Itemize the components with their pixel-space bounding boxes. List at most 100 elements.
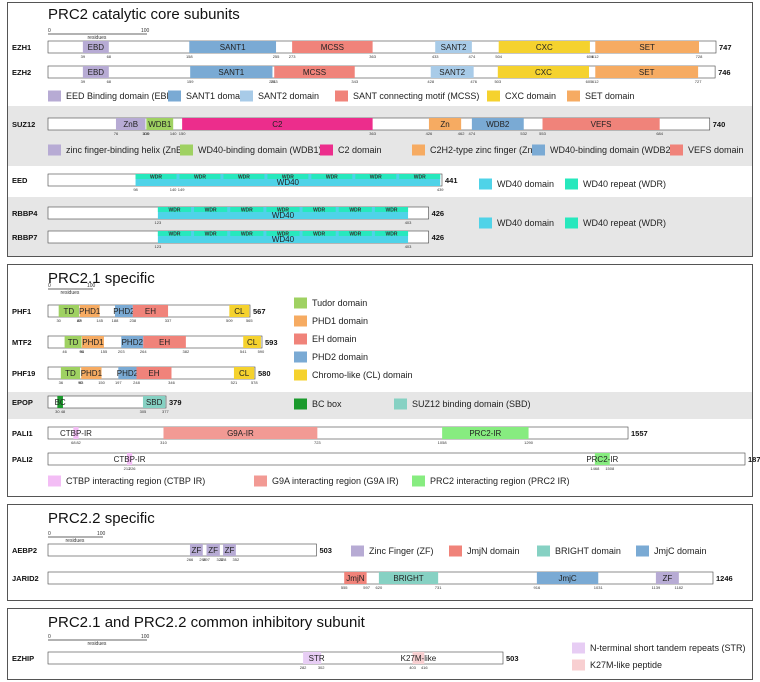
protein-name: PHF19 <box>12 369 35 378</box>
legend-swatch <box>320 144 333 156</box>
residue-tick: 578 <box>251 380 258 385</box>
residue-tick: 553 <box>539 131 546 136</box>
protein-length: 503 <box>506 654 519 663</box>
wd40-repeat-box <box>266 231 300 236</box>
domain-cxc: CXC <box>497 66 590 78</box>
scale-zero: 0 <box>48 28 51 34</box>
legend-item-eh-domain: EH domain <box>294 333 357 345</box>
residue-tick: 305 <box>140 409 147 414</box>
residue-tick: 346 <box>168 380 175 385</box>
domain-ebd: EBD <box>82 41 109 53</box>
residue-tick: 46 <box>62 349 67 354</box>
residue-tick: 150 <box>179 131 186 136</box>
wd40-repeat: WDR <box>223 174 265 180</box>
domain-box-str <box>312 652 322 664</box>
domain-box-prc2-ir <box>594 453 610 465</box>
residue-tick: 403 <box>409 665 416 670</box>
domain-phd1: PHD1 <box>79 305 101 317</box>
domain-label: WDB2 <box>486 120 510 129</box>
residue-tick: 1182 <box>675 585 684 590</box>
domain-sant2: SANT2 <box>430 66 474 78</box>
wd40-repeat-box <box>399 174 441 179</box>
wd40-repeat: WDR <box>355 174 397 180</box>
scale-residues: residues <box>88 35 107 41</box>
legend-swatch <box>572 659 585 671</box>
wd40-repeat-label: WDR <box>385 231 397 237</box>
protein-length: 379 <box>169 398 182 407</box>
residue-tick: 238 <box>129 318 136 323</box>
legend-item-sant2-domain: SANT2 domain <box>240 90 319 102</box>
scale-zero: 0 <box>48 283 51 289</box>
legend-item-zinc-finger-binding-helix-znb: zinc finger-binding helix (ZnB) <box>48 144 185 156</box>
legend-item-chromo-like-cl-domain: Chromo-like (CL) domain <box>294 369 413 381</box>
domain-eh: EH <box>143 336 186 348</box>
wd40-repeat-label: WDR <box>282 174 294 180</box>
residue-tick: 123 <box>155 244 162 249</box>
legend-swatch <box>351 545 364 557</box>
wd40-repeat-label: WDR <box>349 207 361 213</box>
legend-item-wd40-repeat-wdr: WD40 repeat (WDR) <box>565 178 666 190</box>
domain-box-zf <box>655 572 679 584</box>
residue-tick: 363 <box>369 131 376 136</box>
domain-box-phd2 <box>121 336 144 348</box>
residue-tick: 620 <box>376 585 383 590</box>
domain-cl: CL <box>233 367 255 379</box>
domain-box-cxc <box>498 41 590 53</box>
residue-tick: 612 <box>592 79 599 84</box>
domain-box-ctbp-ir <box>73 427 79 439</box>
legend-item-g9a-interacting-region-g9a-ir: G9A interacting region (G9A IR) <box>254 475 399 487</box>
residue-tick: 30 <box>56 318 61 323</box>
wd40-repeat-label: WDR <box>313 231 325 237</box>
legend-core-1: zinc finger-binding helix (ZnB) WD40-bind… <box>48 144 744 156</box>
residue-tick: 377 <box>162 409 169 414</box>
legend-label: PHD1 domain <box>312 316 368 326</box>
residue-tick: 474 <box>469 54 476 59</box>
legend-common-0: N-terminal short tandem repeats (STR)K27… <box>572 642 746 671</box>
legend-label: CXC domain <box>505 91 556 101</box>
residue-tick: 310 <box>160 440 167 445</box>
domain-label: SANT1 <box>218 68 244 77</box>
domain-prc2-ir: PRC2-IR <box>442 427 529 439</box>
domain-box-str <box>303 652 313 664</box>
residue-tick: 352 <box>233 557 240 562</box>
domain-prc2-ir: PRC2-IR <box>586 453 619 465</box>
legend-item-prc2-interacting-region-prc2-ir: PRC2 interacting region (PRC2 IR) <box>412 475 570 487</box>
domain-box-td <box>64 336 82 348</box>
wd40-repeat-box <box>179 174 221 179</box>
legend-item-jmjn-domain: JmjN domain <box>449 545 520 557</box>
wd40-repeat-box <box>230 207 264 212</box>
scale-residues: residues <box>61 290 80 296</box>
wd40-repeat-label: WDR <box>168 207 180 213</box>
residue-tick: 403 <box>405 220 412 225</box>
residue-tick: 555 <box>341 585 348 590</box>
residue-tick: 521 <box>231 380 238 385</box>
domain-box-phd1 <box>81 336 104 348</box>
protein-name: EZH1 <box>12 43 31 52</box>
residue-tick: 93 <box>79 380 84 385</box>
residue-tick: 68 <box>71 440 76 445</box>
legend-item-set-domain: SET domain <box>567 90 634 102</box>
residue-tick: 337 <box>165 318 172 323</box>
protein-backbone <box>47 395 167 409</box>
scale-zero: 0 <box>48 531 51 537</box>
wd40-repeat-box <box>230 231 264 236</box>
wd40-repeat: WDR <box>194 207 228 213</box>
domain-str: STR <box>309 652 325 664</box>
wd40-repeat-label: WDR <box>150 174 162 180</box>
legend-label: Chromo-like (CL) domain <box>312 370 413 380</box>
wd40-repeat: WDR <box>157 207 192 213</box>
legend-swatch <box>567 90 580 102</box>
domain-bright: BRIGHT <box>378 572 439 584</box>
domain-ctbp-ir: CTBP-IR <box>60 427 92 439</box>
legend-label: WD40-binding domain (WDB1) <box>198 145 322 155</box>
domain-box-sant1 <box>189 41 277 53</box>
wd40-repeat-box <box>302 231 336 236</box>
legend-swatch <box>449 545 462 557</box>
residue-tick: 565 <box>246 318 253 323</box>
